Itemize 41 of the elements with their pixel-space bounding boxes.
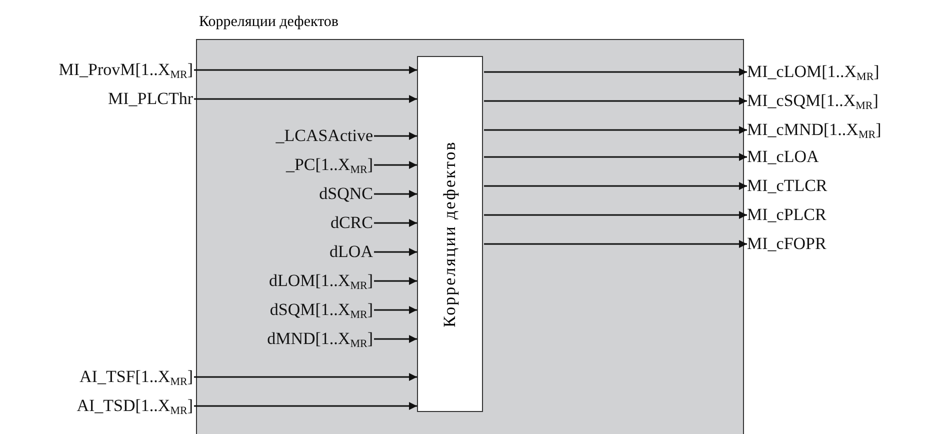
signal-label: dCRC (330, 213, 373, 233)
arrow (374, 190, 417, 198)
signal-label: dMND[1..X$_{MR}$] (267, 329, 373, 349)
signal-label: AI_TSD[1..X$_{MR}$] (76, 396, 193, 416)
block-title: Корреляции дефектов (199, 14, 339, 31)
signal-label: AI_TSF[1..X$_{MR}$] (80, 367, 193, 387)
arrow (374, 335, 417, 343)
signal-label: dLOA (330, 242, 373, 262)
arrow (374, 248, 417, 256)
arrow (194, 95, 417, 103)
signal-label: MI_cLOM[1..X$_{MR}$] (747, 62, 880, 82)
arrow (374, 219, 417, 227)
arrow (374, 132, 417, 140)
arrow (484, 211, 747, 219)
arrow (484, 68, 747, 76)
signal-label: MI_cSQM[1..X$_{MR}$] (747, 91, 878, 111)
arrow (484, 153, 747, 161)
signal-label: dLOM[1..X$_{MR}$] (268, 271, 373, 291)
arrow (374, 277, 417, 285)
arrow (194, 66, 417, 74)
signal-label: MI_cLOA (747, 147, 819, 167)
arrow (374, 306, 417, 314)
arrow (484, 182, 747, 190)
signal-label: MI_ProvM[1..X$_{MR}$] (58, 60, 193, 80)
signal-label: MI_cTLCR (747, 176, 828, 196)
signal-label: MI_cPLCR (747, 205, 826, 225)
arrow (484, 126, 747, 134)
signal-label: MI_cMND[1..X$_{MR}$] (747, 120, 882, 140)
arrow (194, 373, 417, 381)
process-box (417, 56, 483, 412)
signal-label: _PC[1..X$_{MR}$] (286, 155, 373, 175)
signal-label: MI_PLCThr (108, 89, 193, 109)
arrow (484, 240, 747, 248)
arrow (484, 97, 747, 105)
signal-label: dSQNC (319, 184, 373, 204)
signal-label: MI_cFOPR (747, 234, 826, 254)
signal-label: dSQM[1..X$_{MR}$] (270, 300, 373, 320)
signal-label: _LCASActive (276, 126, 373, 146)
vertical-label: Корреляции дефектов (440, 140, 460, 328)
arrow (374, 161, 417, 169)
arrow (194, 402, 417, 410)
